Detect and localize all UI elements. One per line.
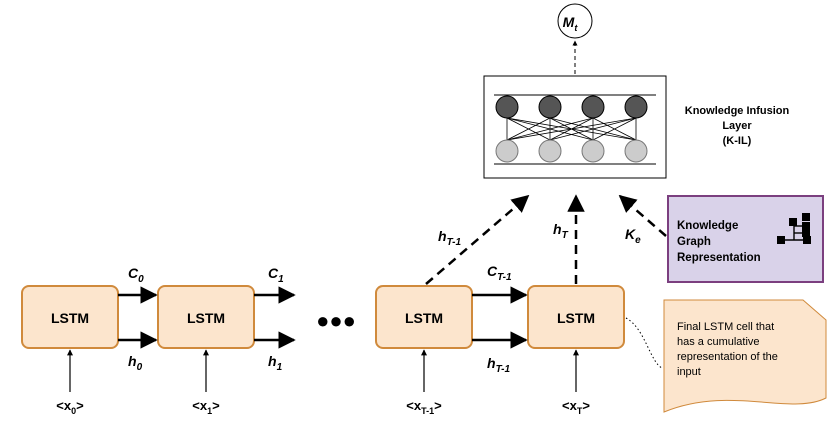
final-cell-note: Final LSTM cell that has a cumulative re…	[663, 299, 827, 413]
note-line4: input	[677, 366, 701, 378]
label-c1: C1	[268, 265, 284, 285]
kil-bottom-node	[581, 139, 605, 163]
label-h1: h1	[268, 353, 283, 373]
kil-link	[506, 117, 594, 141]
note-connector	[625, 317, 663, 369]
label-hT-up: hT	[553, 221, 569, 241]
output-label: Mt	[563, 14, 579, 33]
kil-label-line3: (K-IL)	[723, 135, 752, 147]
kil-label-line2: Layer	[722, 120, 752, 132]
kil-nodes	[495, 95, 648, 163]
label-cT1: CT-1	[487, 263, 512, 283]
kil-link	[506, 117, 551, 141]
kg-label-line2: Graph	[677, 236, 711, 248]
kil-bottom-node	[624, 139, 648, 163]
input-label-3: <xT>	[562, 398, 590, 416]
lstm-cell-1: LSTM	[157, 285, 255, 349]
lstm-label: LSTM	[187, 310, 225, 326]
lstm-cell-0: LSTM	[21, 285, 119, 349]
label-hT1-bottom: hT-1	[487, 355, 510, 375]
label-h0: h0	[128, 353, 143, 373]
kil-connections	[506, 117, 637, 141]
lstm-label: LSTM	[405, 310, 443, 326]
lstm-cell-3: LSTM	[527, 285, 625, 349]
kg-label-line3: Representation	[677, 252, 761, 264]
kg-label-line1: Knowledge	[677, 220, 738, 232]
kil-label-line1: Knowledge Infusion	[685, 105, 790, 117]
knowledge-infusion-layer	[483, 75, 667, 179]
knowledge-graph-box: Knowledge Graph Representation	[667, 195, 824, 283]
lstm-label: LSTM	[51, 310, 89, 326]
output-node	[557, 3, 593, 39]
kil-link	[549, 117, 637, 141]
kil-bottom-node	[495, 139, 519, 163]
input-label-0: <x0>	[56, 398, 84, 416]
input-label-2: <xT-1>	[406, 398, 442, 416]
lstm-cell-2: LSTM	[375, 285, 473, 349]
note-line2: has a cumulative	[677, 336, 760, 348]
kil-top-node	[495, 95, 519, 119]
kil-link	[506, 117, 637, 141]
kil-top-node	[581, 95, 605, 119]
label-hT1-up: hT-1	[438, 228, 461, 248]
input-label-1: <x1>	[192, 398, 220, 416]
note-line1: Final LSTM cell that	[677, 321, 774, 333]
kil-link	[592, 117, 637, 141]
kil-bottom-node	[538, 139, 562, 163]
arrow-ke	[618, 194, 667, 237]
lstm-label: LSTM	[557, 310, 595, 326]
ellipsis: ●●●	[316, 308, 356, 333]
graph-icon	[777, 213, 811, 244]
arrow-hT1-up	[425, 194, 530, 285]
note-line3: representation of the	[677, 351, 778, 363]
kil-top-node	[624, 95, 648, 119]
label-c0: C0	[128, 265, 144, 285]
label-ke: Ke	[625, 226, 641, 246]
kil-top-node	[538, 95, 562, 119]
